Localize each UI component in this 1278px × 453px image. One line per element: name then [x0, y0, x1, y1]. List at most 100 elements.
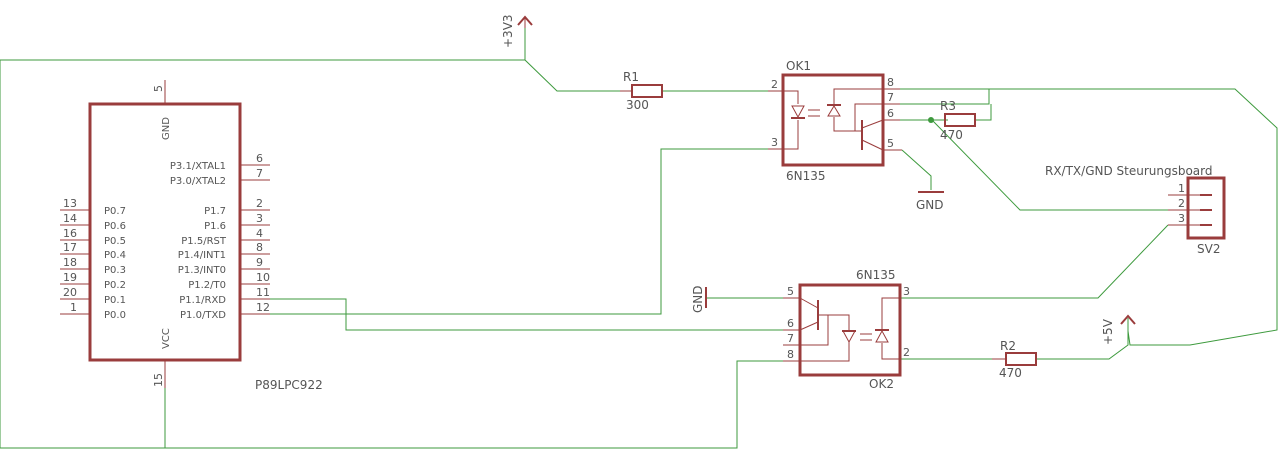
- mcu-pin-num: 2: [256, 197, 263, 210]
- mcu-pin-name: P1.1/RXD: [179, 295, 226, 306]
- ok1-pin-num: 6: [887, 107, 894, 120]
- wire-ok1-pin7: [900, 89, 990, 105]
- sv2-body: [1186, 176, 1226, 240]
- supply-5v: +5V: [1101, 314, 1136, 345]
- wire-r2-5v: [1036, 318, 1129, 360]
- r3-body: [944, 113, 976, 127]
- wire-ok1-sv2-pin2: [931, 119, 1168, 211]
- mcu-pin-vcc-num: 15: [152, 373, 165, 387]
- mcu-pin-name: P0.1: [104, 295, 126, 306]
- ok2-pin-num: 8: [787, 348, 794, 361]
- mcu-pin-num: 20: [63, 286, 77, 299]
- mcu-pin-num: 13: [63, 197, 77, 210]
- junction-dot: [928, 117, 934, 123]
- mcu-pin-num: 8: [256, 241, 263, 254]
- mcu-pin-num: 7: [256, 167, 263, 180]
- ok1-pd-wire-b: [833, 117, 855, 132]
- ok1-pin-num: 3: [771, 136, 778, 149]
- wire-ok1-pin8-loop: [900, 88, 1278, 346]
- mcu-pin-gnd-name: GND: [161, 117, 172, 140]
- mcu-body: [88, 102, 242, 362]
- mcu-pin-name: P3.0/XTAL2: [170, 176, 226, 187]
- led-icon: [791, 105, 805, 119]
- sv2-pin-num: 3: [1178, 212, 1185, 225]
- ok2-tr-c: [799, 297, 819, 309]
- mcu-pin-num: 14: [63, 212, 77, 225]
- r2-name: R2: [1000, 339, 1016, 353]
- mcu-pin-name: P1.6: [204, 221, 226, 232]
- r2-body: [1005, 352, 1037, 366]
- ok1-pin-num: 2: [771, 78, 778, 91]
- gnd-2-label: GND: [691, 285, 705, 313]
- r3-value: 470: [940, 128, 963, 142]
- gnd-2: GND: [691, 285, 707, 313]
- mcu-pin-num: 18: [63, 256, 77, 269]
- ok2-name: OK2: [869, 377, 894, 391]
- wire-3v3-r1: [524, 28, 620, 92]
- resistor-r3: R3 470: [940, 99, 976, 142]
- ok1-internal: [783, 88, 884, 151]
- ok2-pin-num: 3: [903, 285, 910, 298]
- mcu-right-pins: 6 P3.1/XTAL1 7 P3.0/XTAL2 2 P1.7 3 P1.6 …: [170, 152, 270, 321]
- optocoupler-ok1: 2 3 8 7 6 5 OK1 6N135: [768, 59, 902, 183]
- resistor-r2: R2 470: [992, 339, 1037, 380]
- mcu-pin-num: 12: [256, 301, 270, 314]
- mcu-pin-name: P1.3/INT0: [178, 265, 226, 276]
- ok2-led-wire: [881, 297, 900, 329]
- ok1-base-link: [854, 103, 883, 131]
- wire-ok1-pin3-rxd: [268, 148, 768, 315]
- photodiode-icon: [827, 105, 841, 117]
- supply-3v3: +3V3: [501, 14, 533, 48]
- mcu-pin-name: P1.5/RST: [181, 236, 227, 247]
- connector-sv2: 1 2 3 RX/TX/GND Steurungsboard SV2: [1045, 164, 1226, 256]
- mcu-pin-gnd-num: 5: [152, 85, 165, 92]
- supply-3v3-label: +3V3: [501, 14, 515, 48]
- mcu-pin-num: 17: [63, 241, 77, 254]
- mcu-pin-name: P1.0/TXD: [180, 310, 226, 321]
- wire-ok2-pin3-sv2: [900, 224, 1169, 299]
- r1-body: [631, 84, 663, 98]
- mcu-pin-num: 4: [256, 227, 263, 240]
- r3-name: R3: [940, 99, 956, 113]
- resistor-r1: R1 300: [620, 70, 663, 112]
- mcu-pin-vcc-name: VCC: [161, 328, 172, 349]
- sv2-label: RX/TX/GND Steurungsboard: [1045, 164, 1213, 178]
- optocoupler-ok2: 5 6 7 8 3 2 6N135 OK2: [783, 268, 910, 391]
- ok2-part: 6N135: [856, 268, 896, 282]
- ok2-internal: [799, 297, 900, 362]
- mcu-pin-name: P1.2/T0: [188, 280, 226, 291]
- wire-r3-right: [975, 104, 992, 121]
- mcu-name: P89LPC922: [255, 378, 323, 392]
- ok2-pin-num: 2: [903, 346, 910, 359]
- mcu-pin-num: 6: [256, 152, 263, 165]
- supply-5v-label: +5V: [1101, 318, 1115, 345]
- r1-name: R1: [623, 70, 639, 84]
- led-icon: [875, 329, 889, 343]
- mcu-pin-name: P0.7: [104, 206, 126, 217]
- ok1-pin-num: 7: [887, 91, 894, 104]
- ok1-led-wire: [783, 90, 799, 104]
- sv2-name: SV2: [1197, 242, 1220, 256]
- wire-3v3-vcc-loop: [0, 59, 525, 449]
- ok1-name: OK1: [786, 59, 811, 73]
- mcu-pin-name: P1.7: [204, 206, 226, 217]
- wire-ok2-pin6-txd: [345, 314, 783, 331]
- ok1-tr-e: [861, 139, 884, 151]
- ok1-led-wire-b: [783, 120, 799, 150]
- mcu-pin-num: 9: [256, 256, 263, 269]
- wires: [0, 28, 1278, 449]
- photodiode-icon: [842, 330, 856, 344]
- mcu-pin-name: P0.2: [104, 280, 126, 291]
- ok1-part: 6N135: [786, 169, 826, 183]
- ok2-base: [800, 314, 829, 346]
- mcu-left-pins: 13 P0.7 14 P0.6 16 P0.5 17 P0.4 18 P0.3 …: [60, 197, 126, 321]
- gnd-1: GND: [916, 191, 944, 212]
- ok2-tr-e: [799, 321, 819, 331]
- mcu-pin-num: 16: [63, 227, 77, 240]
- r2-value: 470: [999, 366, 1022, 380]
- arrow-up-icon: [1120, 314, 1136, 325]
- ok2-pin-num: 6: [787, 317, 794, 330]
- mcu-pin-name: P0.4: [104, 250, 126, 261]
- mcu-pin-num: 10: [256, 271, 270, 284]
